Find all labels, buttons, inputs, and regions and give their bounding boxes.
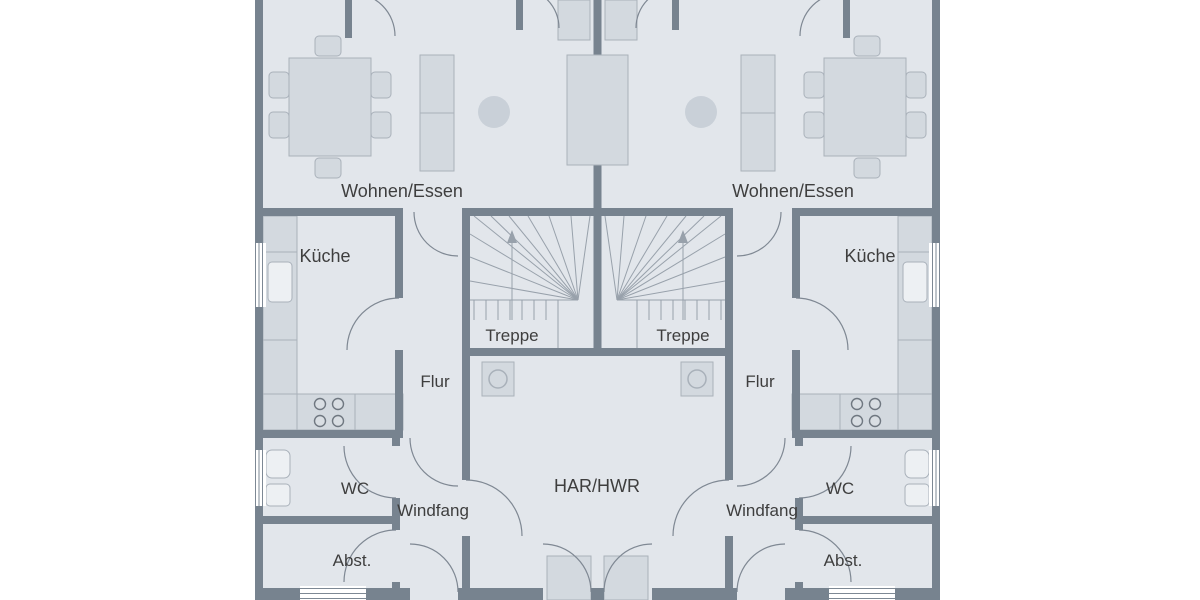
room-label-hall-left: Flur	[420, 372, 450, 391]
room-label-vestibule-left: Windfang	[397, 501, 469, 520]
room-label-vestibule-right: Windfang	[726, 501, 798, 520]
room-label-utility: HAR/HWR	[554, 476, 640, 496]
room-labels: Wohnen/Essen Wohnen/Essen Küche Küche Tr…	[299, 181, 895, 570]
room-label-wc-right: WC	[826, 479, 854, 498]
room-label-kitchen-left: Küche	[299, 246, 350, 266]
room-label-stairs-left: Treppe	[485, 326, 538, 345]
room-label-hall-right: Flur	[745, 372, 775, 391]
room-label-living-left: Wohnen/Essen	[341, 181, 463, 201]
chimney-block	[566, 54, 629, 166]
room-label-living-right: Wohnen/Essen	[732, 181, 854, 201]
room-label-stairs-right: Treppe	[656, 326, 709, 345]
room-label-storage-right: Abst.	[824, 551, 863, 570]
room-label-wc-left: WC	[341, 479, 369, 498]
room-label-kitchen-right: Küche	[844, 246, 895, 266]
room-label-storage-left: Abst.	[333, 551, 372, 570]
